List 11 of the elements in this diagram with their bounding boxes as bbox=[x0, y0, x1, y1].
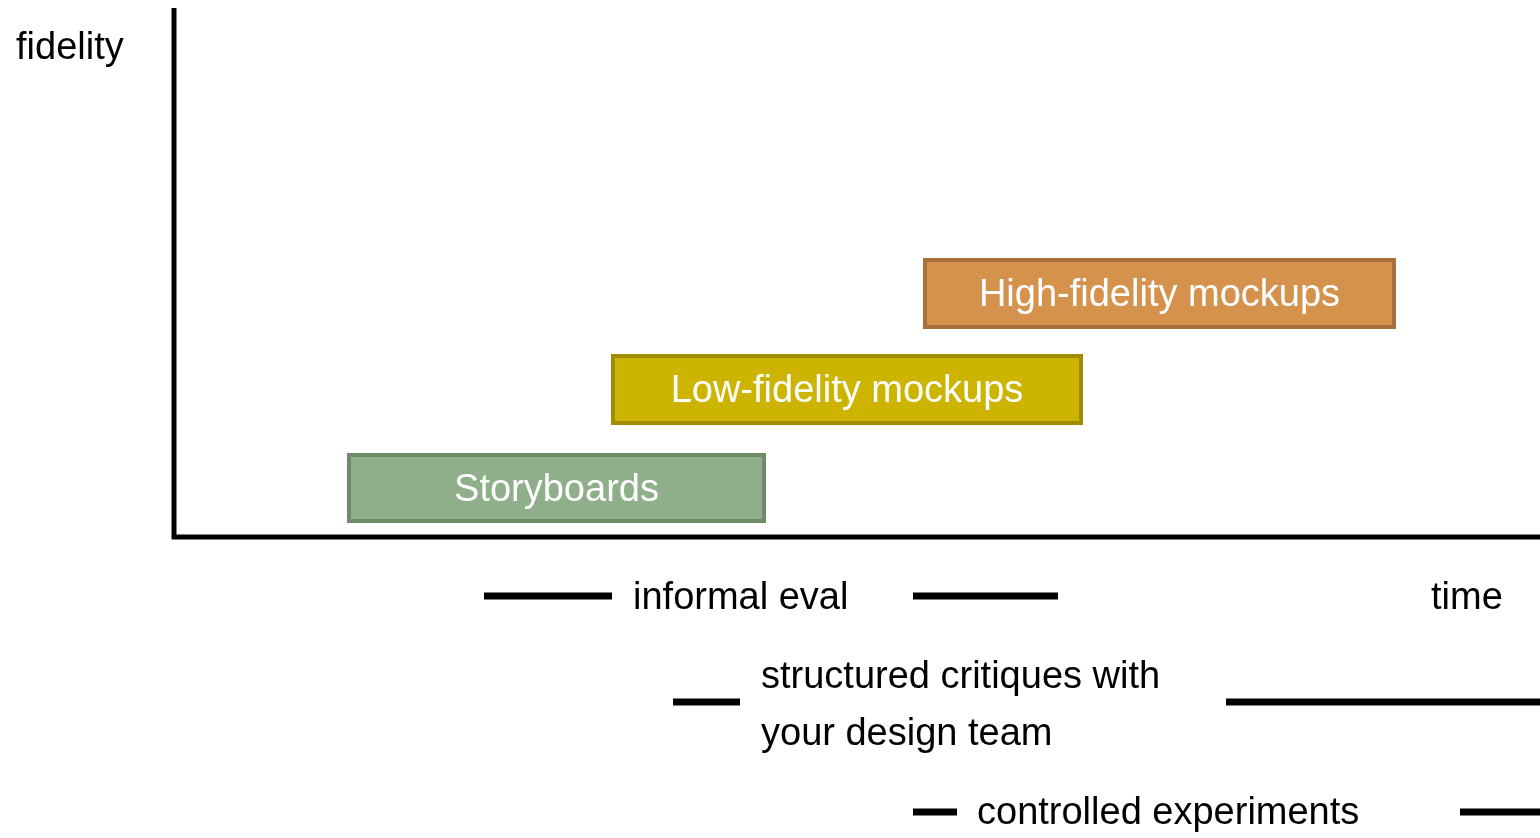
evaluation-label: informal eval bbox=[633, 574, 850, 619]
axis-label: time bbox=[1431, 574, 1504, 619]
phase-box bbox=[611, 354, 1083, 425]
axis-label: fidelity bbox=[16, 24, 125, 69]
phase-label: Low-fidelity mockups bbox=[670, 368, 1024, 411]
phase-box bbox=[347, 453, 766, 523]
phase-label: High-fidelity mockups bbox=[978, 272, 1341, 315]
evaluation-label: structured critiques with your design team bbox=[761, 653, 1162, 755]
phase-label: Storyboards bbox=[454, 466, 659, 510]
phase-box bbox=[923, 258, 1396, 329]
evaluation-label: controlled experiments bbox=[977, 789, 1361, 834]
